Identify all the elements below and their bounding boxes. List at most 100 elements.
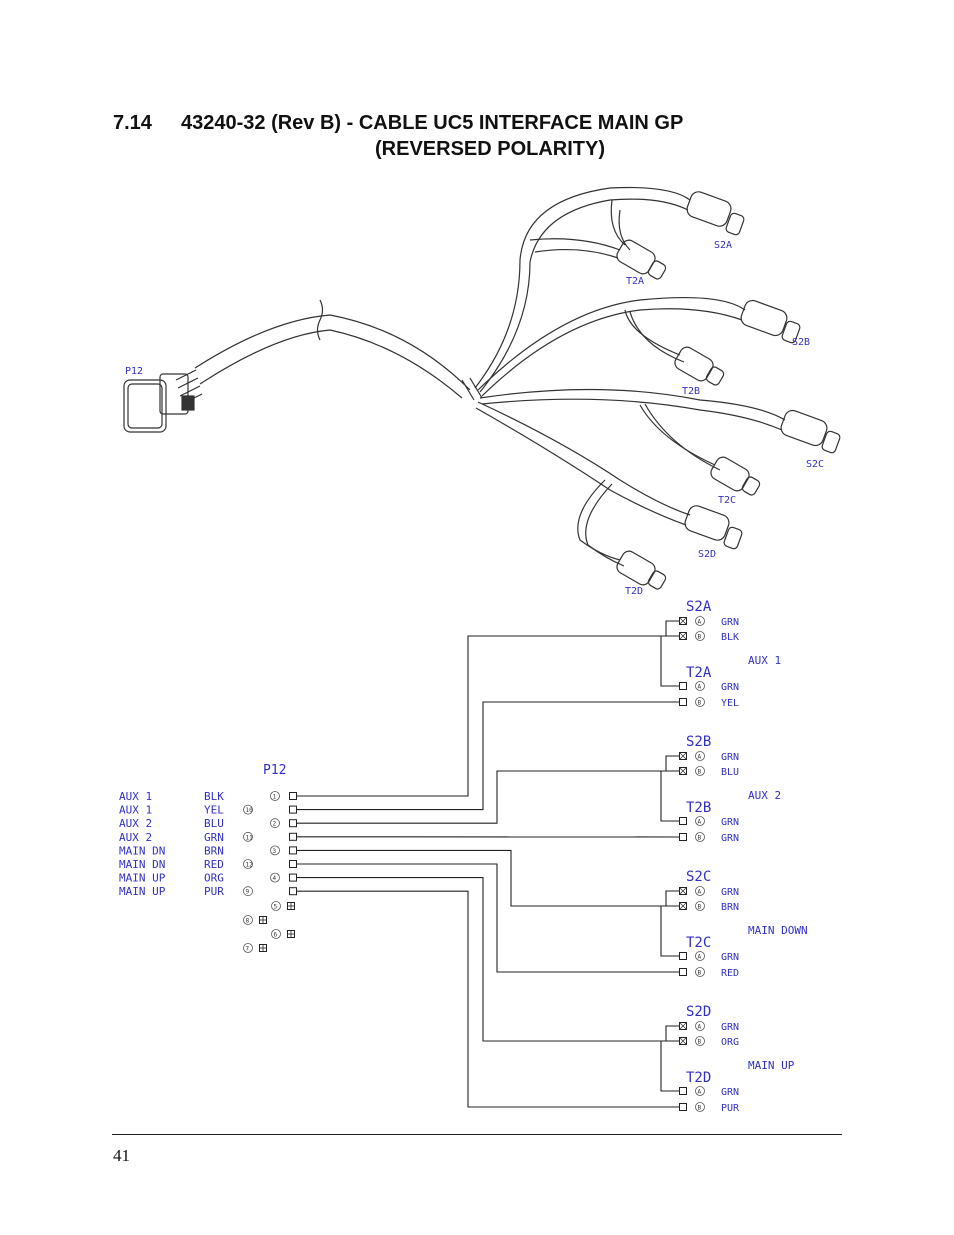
connector-pin-icon-text: A [698,889,702,896]
p12-pin-icon [243,886,253,897]
p12-spare-pin-icon [243,915,253,925]
connector-label-t: T2C [686,935,711,951]
connector-pin-icon-text: B [698,700,702,707]
connector-pin-icon-text: A [698,1089,702,1096]
connector-pin-icon-text: B [698,835,702,842]
p12-terminal-icon [289,832,297,841]
terminal-x-mark [679,617,687,625]
terminal-x-mark [679,887,687,895]
harness-label-t2c: T2C [718,495,736,506]
connector-wire-color-label: GRN [721,817,739,828]
schematic-wire [297,635,679,797]
terminal-x-mark [679,1037,687,1045]
p12-function-label: AUX 2 [119,831,152,844]
terminal-x-mark [679,752,687,760]
p12-pin-icon-text: 4 [273,875,277,882]
p12-spare-pin-icon-text: 8 [246,918,250,925]
p12-pin-icon-text: 2 [273,821,277,828]
harness-label-t2b: T2B [682,386,700,397]
connector-terminal-icon [679,952,687,960]
common-jumper-line [660,770,679,822]
footer-rule [112,1134,842,1135]
connector-label-t: T2A [686,665,712,681]
harness-label-s2c: S2C [806,459,824,470]
p12-wire-color-label: ORG [204,872,224,885]
connector-pin-icon-text: B [698,970,702,977]
connector-pin-icon [695,1036,705,1046]
schematic-p12-label: P12 [263,763,286,778]
connector-pin-icon-text: B [698,1105,702,1112]
connector-terminal-icon [679,817,687,825]
function-label: AUX 1 [748,654,781,667]
p12-spare-pin-icon [271,929,281,939]
p12-pin-icon-text: 1 [273,794,277,801]
p12-wire-color-label: BRN [204,844,224,857]
connector-terminal-icon [679,968,687,976]
connector-wire-color-label: BLK [721,632,739,643]
connector-label-s: S2A [686,599,712,615]
common-jumper-line [665,1025,679,1041]
connector-pin-icon [695,681,705,691]
connector-wire-color-label: ORG [721,1037,739,1048]
connector-pin-icon [695,901,705,911]
connector-wire-color-label: GRN [721,617,739,628]
common-jumper-line [660,1040,679,1092]
p12-wire-color-label: PUR [204,885,224,898]
schematic-wire [297,863,679,973]
connector-wire-color-label: YEL [721,698,739,709]
connector-label-s: S2C [686,869,711,885]
p12-function-label: MAIN DN [119,844,165,857]
connector-pin-icon [695,816,705,826]
connector-label-t: T2D [686,1070,711,1086]
p12-function-label: MAIN UP [119,885,166,898]
p12-function-label: AUX 2 [119,817,152,830]
connector-pin-icon-text: A [698,754,702,761]
p12-pin-icon-text: 9 [246,889,250,896]
function-label: MAIN DOWN [748,924,808,937]
section-title-line1: 43240-32 (Rev B) - CABLE UC5 INTERFACE M… [181,112,684,134]
connector-pin-icon-text: A [698,1024,702,1031]
p12-pin-icon [243,859,253,869]
connector-label-s: S2D [686,1004,711,1020]
p12-pin-icon [270,845,280,856]
p12-pin-icon [270,818,280,829]
terminal-x-mark [679,632,687,640]
harness-label-t2d: T2D [625,586,643,597]
p12-spare-pin-icon-text: 6 [274,932,278,939]
p12-pin-icon-text: 3 [273,848,277,855]
connector-wire-color-label: GRN [721,1087,739,1098]
connector-pin-icon [695,751,705,761]
p12-spare-pin-icon [243,943,253,953]
p12-terminal-icon [289,819,297,828]
p12-wire-color-label: RED [204,858,224,871]
connector-pin-icon [695,1021,705,1031]
connector-terminal-icon [679,1087,687,1095]
harness-label-s2a: S2A [714,240,732,251]
harness-labels: P12 S2A T2A S2B T2B S2C T2C S2D T2D [125,240,824,597]
connector-wire-color-label: GRN [721,887,739,898]
p12-pin-icon [270,791,280,801]
connector-terminal-icon [679,833,687,841]
function-label: MAIN UP [748,1059,795,1072]
connector-pin-icon [695,951,705,961]
p12-wire-color-label: BLU [204,817,224,830]
page-number: 41 [113,1146,130,1165]
harness-label-s2d: S2D [698,549,716,560]
p12-function-label: MAIN UP [119,872,166,885]
common-jumper-line [665,755,679,771]
p12-pin-icon [243,804,253,815]
terminal-x-mark [679,767,687,775]
p12-terminal-icon [289,792,297,800]
p12-pin-icon-text: 12 [246,862,254,869]
p12-function-label: AUX 1 [119,804,152,817]
connector-terminal-icon [679,682,687,690]
schematic-wire [297,701,679,811]
connector-pin-icon-text: B [698,769,702,776]
p12-terminal-icon [289,887,297,896]
connector-pin-icon [695,616,705,626]
harness-label-t2a: T2A [626,276,644,287]
p12-terminal-icon [289,860,297,868]
p12-spare-pin-icon-text: 5 [274,904,278,911]
connector-pin-icon-text: A [698,954,702,961]
common-jumper-line [665,890,679,906]
